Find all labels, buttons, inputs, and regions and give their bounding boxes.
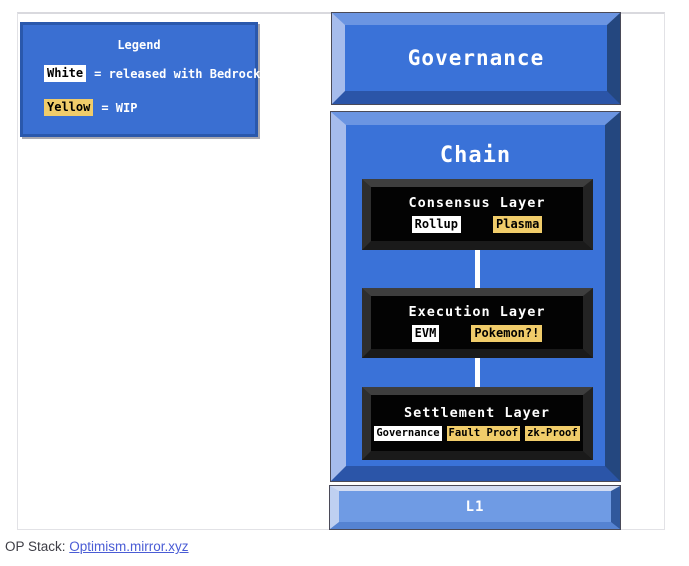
- governance-box: Governance: [332, 13, 620, 104]
- legend-chip-white: White: [44, 65, 87, 82]
- chip-governance: Governance: [374, 425, 442, 442]
- legend-row-white: White = released with Bedrock: [44, 65, 260, 82]
- connector-execution-settlement: [475, 358, 480, 387]
- chip-zk-proof: zk-Proof: [525, 425, 580, 442]
- caption: OP Stack: Optimism.mirror.xyz: [5, 539, 189, 554]
- caption-link[interactable]: Optimism.mirror.xyz: [69, 539, 189, 554]
- settlement-layer-box: Settlement Layer Governance Fault Proof …: [362, 387, 593, 460]
- legend-box: Legend White = released with Bedrock Yel…: [20, 22, 260, 137]
- chain-title: Chain: [439, 143, 512, 168]
- chip-plasma: Plasma: [493, 216, 543, 233]
- legend-desc-white: = released with Bedrock: [94, 66, 261, 81]
- l1-label: L1: [465, 498, 485, 515]
- consensus-layer-title: Consensus Layer: [408, 195, 546, 211]
- execution-chip-row: EVM Pokemon?!: [411, 324, 543, 342]
- legend-row-yellow: Yellow = WIP: [44, 99, 255, 116]
- caption-prefix: OP Stack:: [5, 539, 70, 554]
- governance-label: Governance: [407, 46, 545, 70]
- settlement-chip-row: Governance Fault Proof zk-Proof: [374, 425, 580, 442]
- settlement-layer-title: Settlement Layer: [403, 404, 551, 421]
- consensus-layer-box: Consensus Layer Rollup Plasma: [362, 179, 593, 250]
- l1-box: L1: [330, 486, 620, 529]
- chip-rollup: Rollup: [411, 216, 461, 233]
- legend-desc-yellow: = WIP: [101, 100, 138, 115]
- execution-layer-box: Execution Layer EVM Pokemon?!: [362, 288, 593, 358]
- chip-evm: EVM: [411, 324, 440, 342]
- legend-chip-yellow: Yellow: [44, 99, 94, 116]
- execution-layer-title: Execution Layer: [408, 303, 546, 320]
- legend-title: Legend: [117, 38, 161, 52]
- chip-pokemon: Pokemon?!: [471, 324, 543, 342]
- consensus-chip-row: Rollup Plasma: [411, 216, 543, 233]
- connector-consensus-execution: [475, 250, 480, 288]
- chip-fault-proof: Fault Proof: [446, 425, 521, 442]
